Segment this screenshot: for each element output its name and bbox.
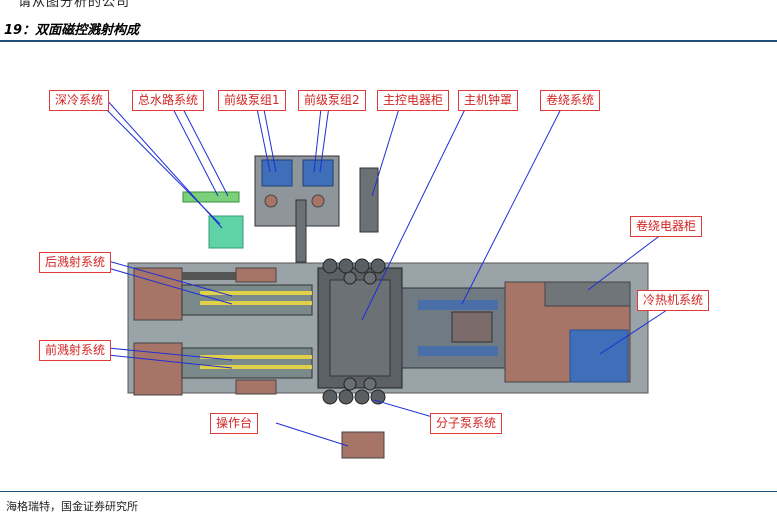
leader-lines	[95, 98, 671, 447]
winding-roller-2	[418, 346, 498, 356]
mpump-top-4	[370, 258, 386, 274]
front-target-1	[200, 355, 312, 359]
console-unit	[341, 431, 385, 459]
pump-group-1-rotor	[264, 194, 278, 208]
mpump-top-2	[338, 258, 354, 274]
front-sputter-body	[181, 347, 313, 379]
label-pump-group-2: 前级泵组2	[298, 90, 366, 111]
rear-target-2	[200, 301, 312, 305]
pump-group-2-box	[302, 159, 334, 187]
source-footer: 海格瑞特，国金证券研究所	[6, 500, 138, 513]
mpump-bottom-2	[338, 389, 354, 405]
front-sputter-block	[133, 342, 183, 396]
label-main-bell: 主机钟罩	[458, 90, 519, 111]
front-sputter-cap	[235, 379, 277, 395]
rear-target-1	[200, 291, 312, 295]
front-target-2	[200, 365, 312, 369]
label-rear-sputter: 后溅射系统	[39, 252, 112, 273]
cut-heading: 请从图分析的公司	[18, 0, 131, 9]
mpump-bottom-6	[363, 377, 377, 391]
rear-sputter-body	[181, 284, 313, 316]
water-system-pipe	[182, 191, 240, 203]
label-pump-group-1: 前级泵组1	[218, 90, 286, 111]
label-molecular-pump: 分子泵系统	[430, 413, 503, 434]
bottom-rule	[0, 491, 777, 492]
mpump-top-5	[343, 271, 357, 285]
label-console: 操作台	[210, 413, 259, 434]
mpump-bottom-4	[370, 389, 386, 405]
deep-cooling-unit	[208, 215, 244, 249]
mpump-bottom-5	[343, 377, 357, 391]
pump-group-1-box	[261, 159, 293, 187]
rear-sputter-cap	[235, 267, 277, 283]
mpump-top-6	[363, 271, 377, 285]
label-main-cabinet: 主控电器柜	[377, 90, 450, 111]
main-control-cabinet	[359, 167, 379, 233]
label-deep-cooling: 深冷系统	[49, 90, 110, 111]
rear-sputter-block	[133, 267, 183, 321]
mpump-top-3	[354, 258, 370, 274]
chiller-unit	[569, 329, 629, 383]
winding-core	[451, 311, 493, 343]
label-front-sputter: 前溅射系统	[39, 340, 112, 361]
pump-group-2-rotor	[311, 194, 325, 208]
main-bell-inner	[329, 279, 391, 377]
mpump-bottom-1	[322, 389, 338, 405]
figure-title: 19：双面磁控溅射构成	[4, 23, 140, 38]
vacuum-pipe	[295, 199, 307, 263]
label-chiller: 冷热机系统	[637, 290, 710, 311]
rear-rail-top	[182, 272, 270, 280]
label-water-system: 总水路系统	[132, 90, 205, 111]
label-winding-cabinet: 卷绕电器柜	[630, 216, 703, 237]
mpump-top-1	[322, 258, 338, 274]
top-rule	[0, 40, 777, 42]
label-winding-system: 卷绕系统	[540, 90, 601, 111]
winding-roller-1	[418, 300, 498, 310]
winding-cabinet-top	[544, 281, 631, 307]
mpump-bottom-3	[354, 389, 370, 405]
